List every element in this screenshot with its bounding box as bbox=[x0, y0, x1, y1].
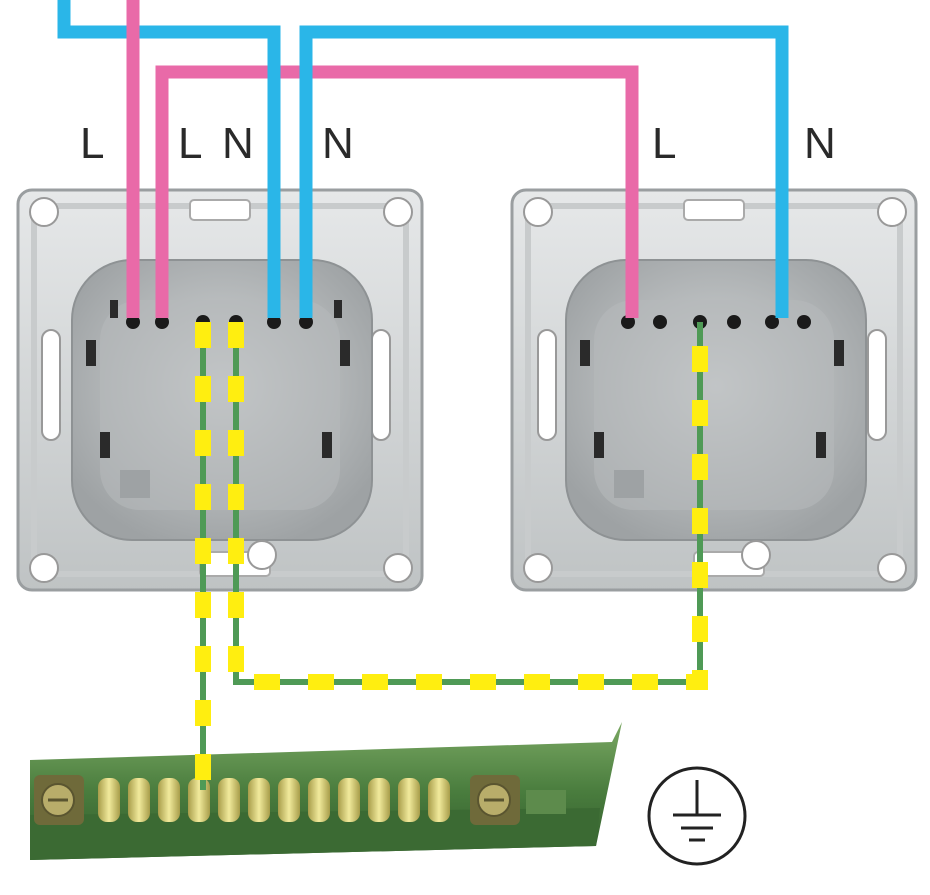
live-wire-bridge bbox=[155, 65, 639, 318]
label-left-neutral-2: N bbox=[322, 119, 354, 168]
earth-wires bbox=[195, 322, 708, 790]
earth-terminal-block bbox=[30, 722, 622, 860]
label-left-neutral-1: N bbox=[222, 119, 254, 168]
right-socket bbox=[510, 188, 918, 592]
terminal-screws bbox=[98, 778, 450, 822]
left-socket bbox=[16, 188, 424, 592]
neutral-wires bbox=[57, 0, 789, 318]
label-left-live-1: L bbox=[80, 119, 105, 168]
ground-icon bbox=[647, 766, 747, 866]
neutral-wire-left bbox=[57, 0, 281, 318]
neutral-wire-right bbox=[299, 25, 789, 318]
label-left-live-2: L bbox=[178, 119, 203, 168]
label-right-live: L bbox=[652, 119, 677, 168]
label-right-neutral: N bbox=[804, 119, 836, 168]
live-wires bbox=[126, 0, 639, 318]
